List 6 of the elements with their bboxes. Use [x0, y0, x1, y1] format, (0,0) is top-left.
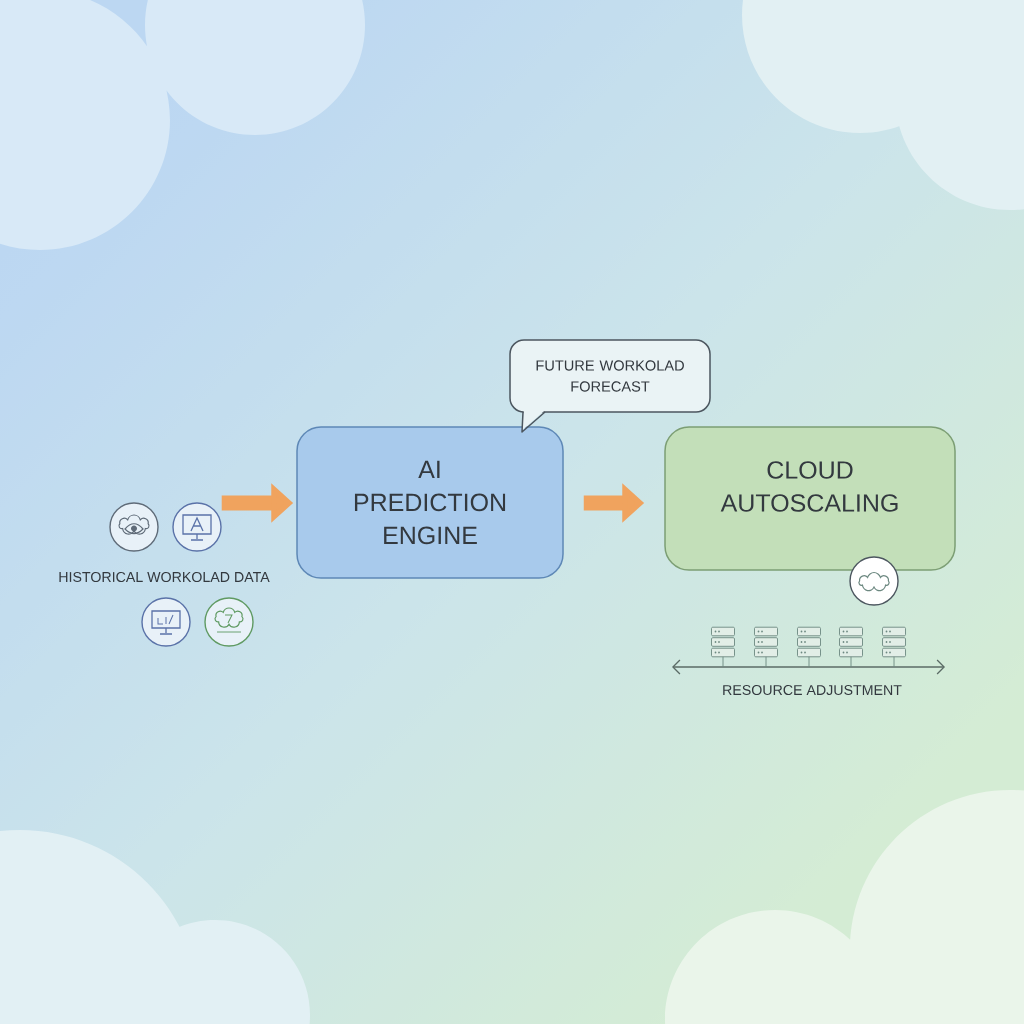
process-box: AI PREDICTION ENGINE — [296, 426, 564, 579]
caption-text: RESOURCE ADJUSTMENT — [723, 685, 902, 696]
caption-text: HISTORICAL WORKOLAD DATA — [59, 572, 270, 583]
speech-bubble: FUTURE WORKOLAD FORECAST — [509, 339, 711, 433]
process-box: CLOUD AUTOSCALING — [664, 426, 956, 571]
monitor-icon — [172, 502, 222, 552]
